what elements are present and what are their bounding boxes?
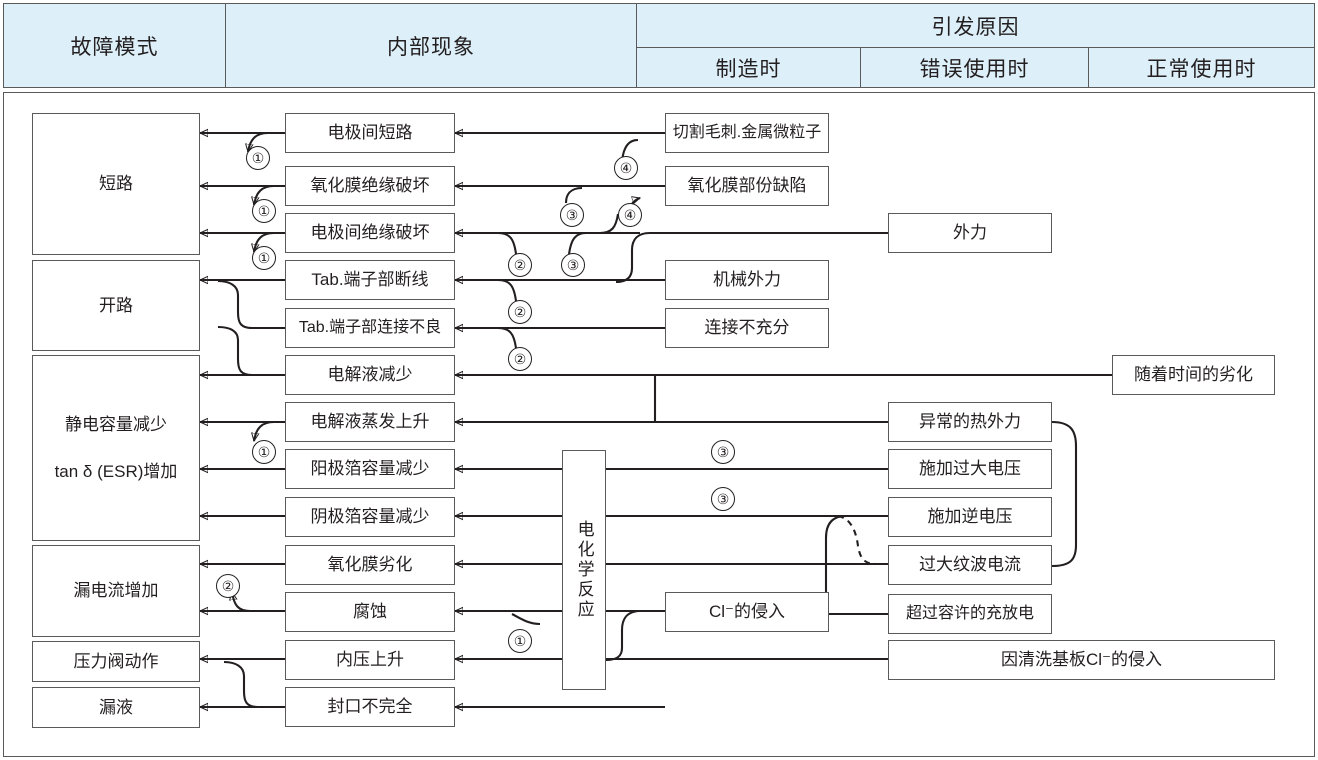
cause-cl-ion-intrusion[interactable]: Cl⁻的侵入	[665, 592, 829, 632]
header-cell-manufacturing: 制造时	[636, 47, 861, 88]
internal-phenomenon-label: 阳极箔容量减少	[310, 459, 430, 479]
failure-mode-label: 短路	[99, 174, 133, 194]
internal-phenomenon-label: 阴极箔容量减少	[310, 507, 430, 527]
failure-mode-label: 漏液	[99, 697, 133, 717]
electrochemical-reaction-label: 电化学反应	[574, 520, 594, 620]
internal-phenomenon-inter-electrode-short[interactable]: 电极间短路	[285, 113, 455, 153]
step-marker-m5: ②	[216, 574, 240, 598]
step-marker-m6: ②	[508, 253, 532, 277]
internal-phenomenon-label: 电极间短路	[327, 123, 413, 143]
header-label-failure-mode: 故障模式	[70, 35, 159, 59]
failure-mode-open-circuit[interactable]: 开路	[32, 260, 200, 351]
cause-label: 施加过大电压	[919, 459, 1021, 479]
cause-label: 机械外力	[713, 270, 781, 290]
header-cell-normal-use: 正常使用时	[1088, 47, 1315, 88]
failure-mode-leakage-current[interactable]: 漏电流增加	[32, 545, 200, 637]
step-marker-m13: ④	[618, 203, 642, 227]
step-marker-m11: ③	[560, 203, 584, 227]
failure-mode-label: 静电容量减少	[65, 414, 167, 434]
internal-phenomenon-cathode-foil-capacity-drop[interactable]: 阴极箔容量减少	[285, 497, 455, 537]
cause-label: 氧化膜部份缺陷	[687, 176, 807, 196]
internal-phenomenon-electrolyte-decrease[interactable]: 电解液减少	[285, 355, 455, 395]
header-label-internal-phenomenon: 内部现象	[387, 35, 475, 59]
internal-phenomenon-internal-pressure-rise[interactable]: 内压上升	[285, 640, 455, 680]
step-marker-m2: ①	[252, 199, 276, 223]
internal-phenomenon-inter-electrode-insulation-break[interactable]: 电极间绝缘破坏	[285, 213, 455, 253]
internal-phenomenon-tab-terminal-poor-connection[interactable]: Tab.端子部连接不良	[285, 308, 455, 348]
header-label-trigger-cause: 引发原因	[931, 15, 1020, 39]
cause-cutting-burr-metal-particles[interactable]: 切割毛刺.金属微粒子	[665, 113, 829, 153]
failure-mode-label: 开路	[99, 295, 133, 315]
step-marker-m8: ②	[508, 300, 532, 324]
cause-abnormal-thermal-force[interactable]: 异常的热外力	[888, 402, 1052, 442]
failure-mode-pressure-valve[interactable]: 压力阀动作	[32, 641, 200, 682]
failure-mode-capacitance-drop[interactable]: 静电容量减少 tan δ (ESR)增加	[32, 355, 200, 541]
cause-label: 异常的热外力	[919, 412, 1021, 432]
cause-label: 随着时间的劣化	[1134, 365, 1253, 385]
internal-phenomenon-label: Tab.端子部断线	[311, 270, 429, 290]
step-marker-m12: ④	[614, 156, 638, 180]
step-marker-m4: ①	[252, 440, 276, 464]
internal-phenomenon-label: 电解液减少	[327, 365, 413, 385]
cause-label: 超过容许的充放电	[905, 605, 1034, 622]
cause-label: 施加逆电压	[927, 507, 1013, 527]
internal-phenomenon-label: 封口不完全	[327, 697, 413, 717]
internal-phenomenon-incomplete-sealing[interactable]: 封口不完全	[285, 687, 455, 727]
cause-label: 切割毛刺.金属微粒子	[672, 124, 822, 141]
cause-insufficient-connection[interactable]: 连接不充分	[665, 308, 829, 348]
internal-phenomenon-label: 电解液蒸发上升	[310, 412, 430, 432]
internal-phenomenon-electrolyte-evaporation-rise[interactable]: 电解液蒸发上升	[285, 402, 455, 442]
internal-phenomenon-label: 腐蚀	[353, 602, 387, 622]
step-marker-m9: ②	[508, 347, 532, 371]
cause-external-force[interactable]: 外力	[888, 213, 1052, 253]
internal-phenomenon-label: 电极间绝缘破坏	[310, 223, 430, 243]
cause-label: 连接不充分	[704, 318, 790, 338]
cause-label: 外力	[953, 223, 987, 243]
header-label-misuse: 错误使用时	[919, 57, 1030, 81]
internal-phenomenon-label: 内压上升	[336, 650, 404, 670]
header-cell-trigger-cause: 引发原因	[636, 3, 1315, 48]
step-marker-m7: ③	[561, 253, 585, 277]
cause-degradation-over-time[interactable]: 随着时间的劣化	[1112, 355, 1275, 395]
cause-label: 因清洗基板Cl⁻的侵入	[1000, 650, 1163, 670]
cause-label: Cl⁻的侵入	[708, 602, 786, 622]
internal-phenomenon-oxide-film-insulation-break[interactable]: 氧化膜绝缘破坏	[285, 166, 455, 206]
header-cell-failure-mode: 故障模式	[3, 3, 226, 88]
internal-phenomenon-oxide-film-degradation[interactable]: 氧化膜劣化	[285, 545, 455, 585]
failure-mode-label: 压力阀动作	[73, 651, 159, 671]
internal-phenomenon-corrosion[interactable]: 腐蚀	[285, 592, 455, 632]
step-marker-m15: ③	[711, 487, 735, 511]
cause-cl-intrusion-from-board-cleaning[interactable]: 因清洗基板Cl⁻的侵入	[888, 640, 1275, 680]
cause-oxide-film-partial-defect[interactable]: 氧化膜部份缺陷	[665, 166, 829, 206]
step-marker-m3: ①	[252, 246, 276, 270]
cause-reverse-voltage-applied[interactable]: 施加逆电压	[888, 497, 1052, 537]
step-marker-m1: ①	[246, 146, 270, 170]
header-cell-misuse: 错误使用时	[860, 47, 1089, 88]
header-label-manufacturing: 制造时	[715, 57, 782, 81]
failure-mode-label-secondary: tan δ (ESR)增加	[54, 462, 178, 481]
header-cell-internal-phenomenon: 内部现象	[225, 3, 637, 88]
header-label-normal-use: 正常使用时	[1146, 57, 1257, 81]
failure-mode-label: 漏电流增加	[73, 581, 159, 601]
cause-excessive-ripple-current[interactable]: 过大纹波电流	[888, 545, 1052, 585]
internal-phenomenon-label: 氧化膜绝缘破坏	[310, 176, 430, 196]
cause-mechanical-external-force[interactable]: 机械外力	[665, 260, 829, 300]
cause-over-allowed-charge-discharge[interactable]: 超过容许的充放电	[888, 594, 1052, 634]
cause-label: 过大纹波电流	[919, 555, 1021, 575]
failure-mode-short-circuit[interactable]: 短路	[32, 113, 200, 255]
cause-excessive-voltage-applied[interactable]: 施加过大电压	[888, 449, 1052, 489]
internal-phenomenon-label: 氧化膜劣化	[327, 555, 413, 575]
failure-mode-liquid-leak[interactable]: 漏液	[32, 687, 200, 728]
electrochemical-reaction-box[interactable]: 电化学反应	[562, 450, 606, 690]
step-marker-m10: ①	[508, 629, 532, 653]
internal-phenomenon-tab-terminal-broken-wire[interactable]: Tab.端子部断线	[285, 260, 455, 300]
internal-phenomenon-label: Tab.端子部连接不良	[298, 319, 442, 336]
step-marker-m14: ③	[711, 440, 735, 464]
internal-phenomenon-anode-foil-capacity-drop[interactable]: 阳极箔容量减少	[285, 449, 455, 489]
